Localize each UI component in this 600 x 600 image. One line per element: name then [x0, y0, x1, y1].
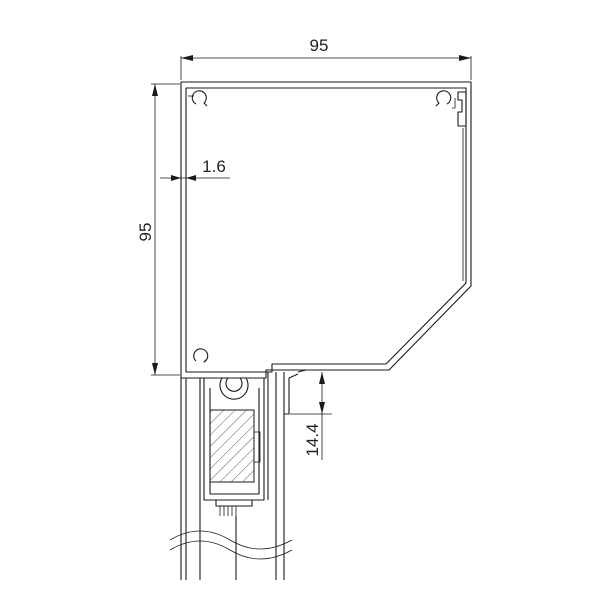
dimension-wall-thickness: 1.6	[160, 157, 230, 181]
dimension-lip-height: 14.4	[290, 372, 332, 460]
dimension-wall-thickness-label: 1.6	[202, 157, 226, 176]
insulation-block	[209, 409, 261, 483]
dimension-height-label: 95	[136, 223, 155, 242]
box-profile	[180, 81, 472, 379]
bottom-rail	[180, 369, 307, 580]
dimension-width: 95	[180, 36, 472, 80]
dimension-lip-height-label: 14.4	[303, 423, 322, 456]
break-lines	[169, 530, 293, 560]
dimension-height: 95	[136, 83, 180, 376]
dimension-width-label: 95	[310, 36, 329, 55]
